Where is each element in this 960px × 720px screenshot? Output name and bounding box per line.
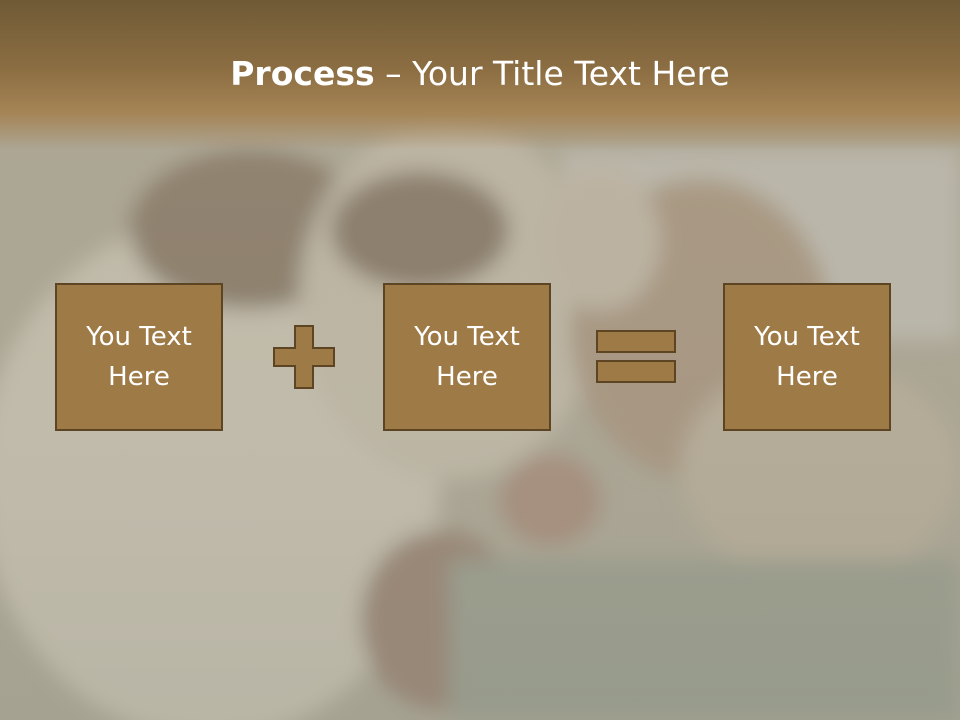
process-box-2: You Text Here (383, 283, 551, 431)
slide-title: Process – Your Title Text Here (0, 52, 960, 96)
process-box-1-label: You Text Here (86, 322, 192, 392)
process-box-3-label: You Text Here (754, 322, 860, 392)
equals-icon (596, 330, 676, 383)
process-box-2-label: You Text Here (414, 322, 520, 392)
title-band (0, 0, 960, 150)
plus-icon (273, 325, 335, 389)
title-text: – Your Title Text Here (374, 54, 730, 93)
process-box-1: You Text Here (55, 283, 223, 431)
process-box-3: You Text Here (723, 283, 891, 431)
title-bold: Process (230, 54, 375, 93)
